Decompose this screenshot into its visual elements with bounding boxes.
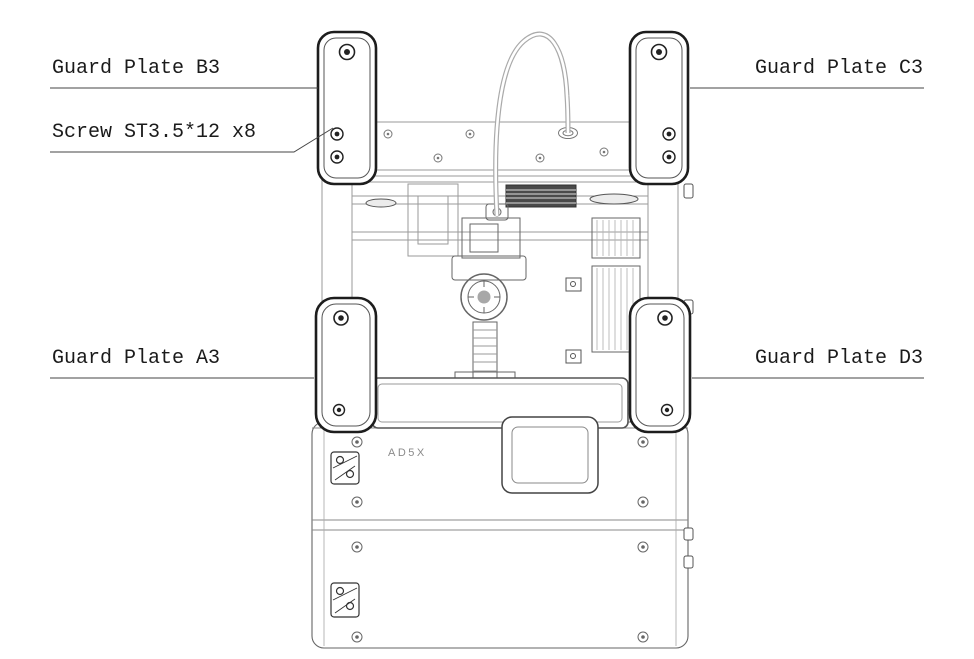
extruder-fan [460,273,508,321]
guard-plate-a3-part [314,296,378,434]
callout-guard-plate-a3: Guard Plate A3 [52,347,221,370]
extruder-assembly [451,203,527,387]
callout-guard-plate-b3: Guard Plate B3 [52,57,221,80]
guard-plate-b3-part [316,30,378,186]
printer-model-label: AD5X [388,447,427,459]
callout-guard-plate-c3: Guard Plate C3 [755,57,924,80]
front-screws [351,436,649,643]
guard-plate-d3-part [628,296,692,434]
leader-screw [50,127,334,153]
deck-screws [357,127,645,163]
touchscreen[interactable] [501,416,599,494]
hinge-top [330,451,360,485]
filament-tube [493,31,571,217]
leader-lines [50,87,924,379]
guard-plate-c3-part [628,30,690,186]
side-vents [365,193,639,208]
heatsink-vent [505,184,577,208]
hinge-bottom [330,582,360,618]
callout-guard-plate-d3: Guard Plate D3 [755,347,924,370]
callout-screw: Screw ST3.5*12 x8 [52,121,257,144]
lower-enclosure [311,421,689,649]
